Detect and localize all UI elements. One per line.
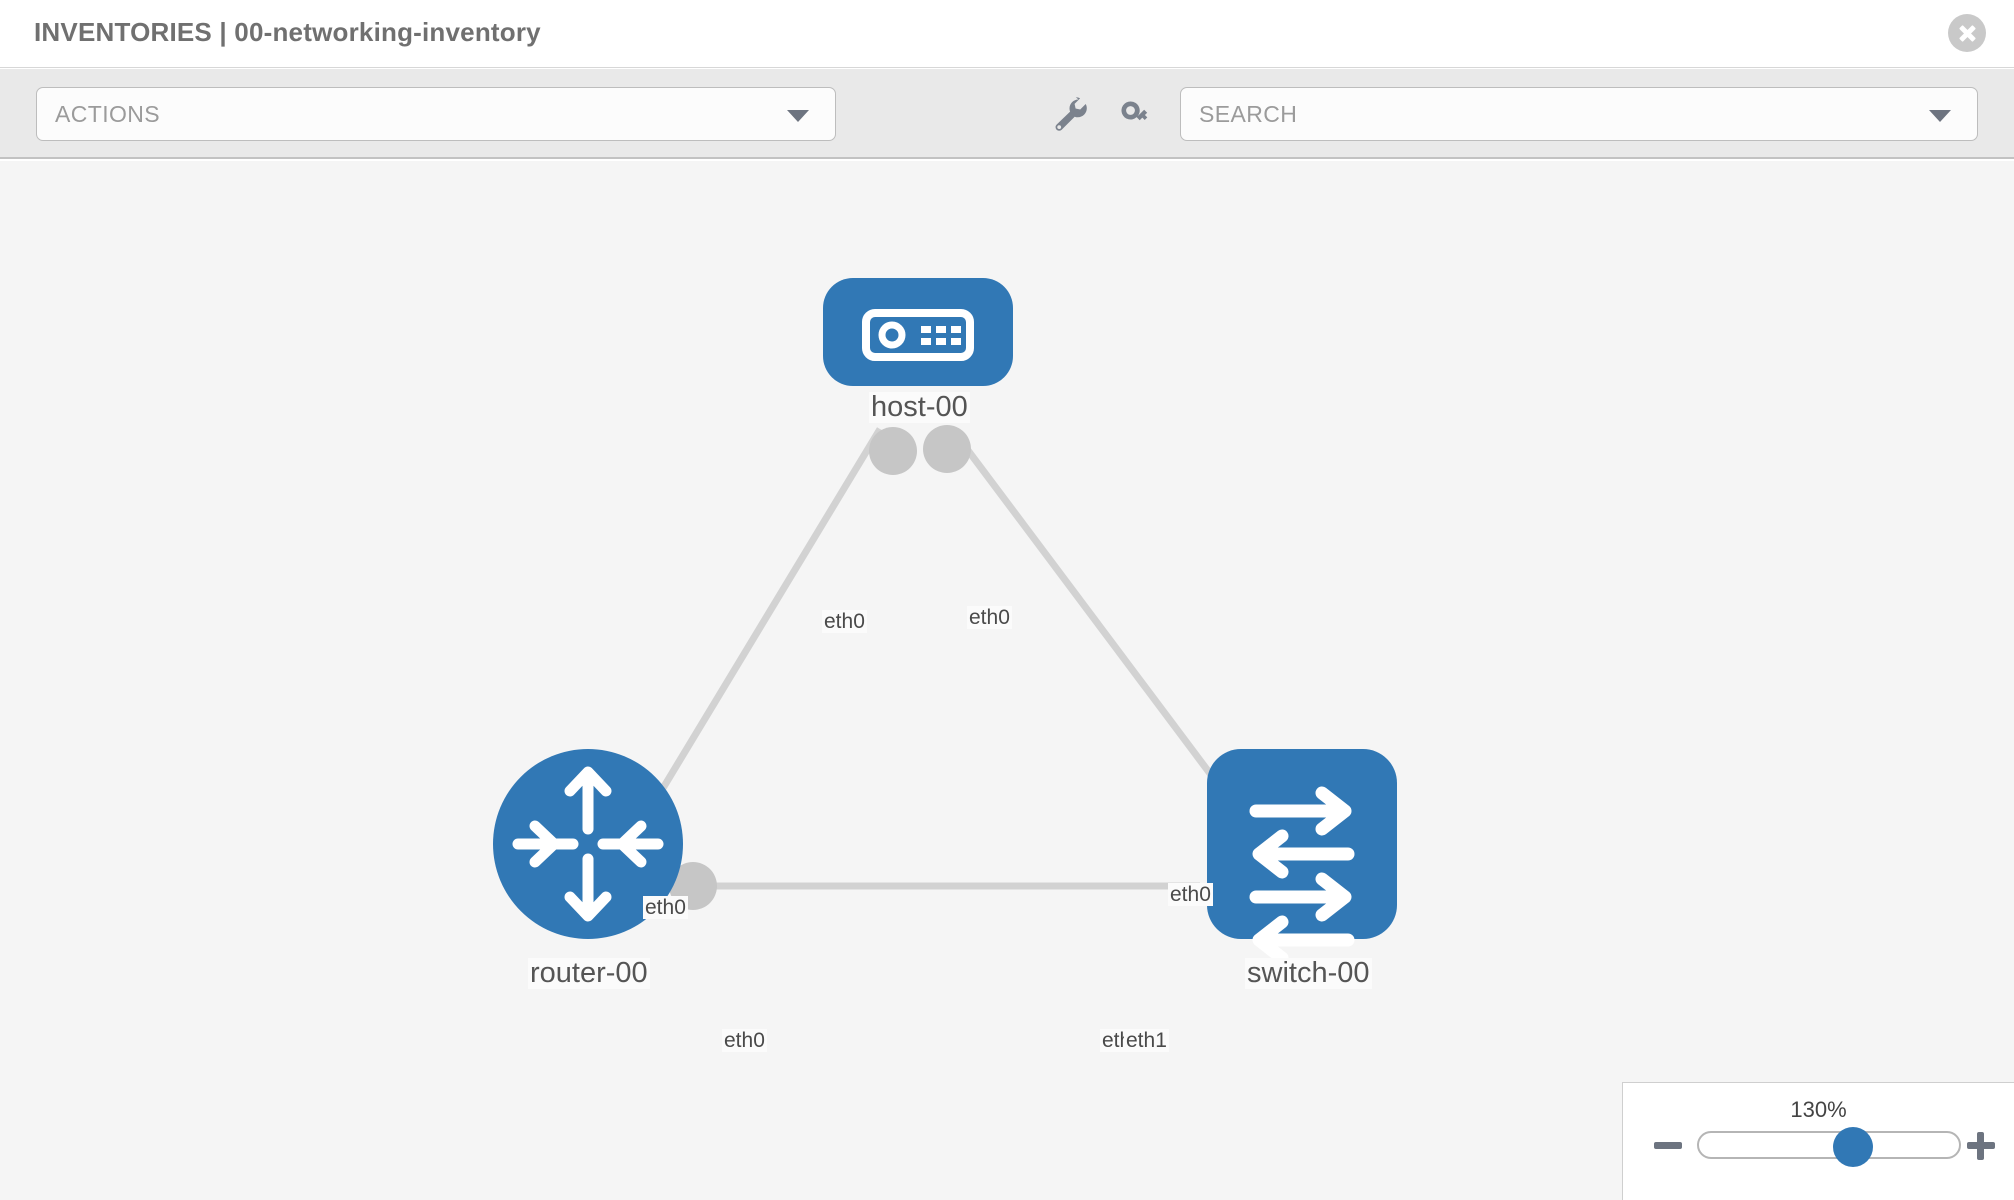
server-icon	[862, 309, 974, 361]
node-switch-00-shape	[1207, 749, 1397, 939]
page-header: INVENTORIES | 00-networking-inventory	[0, 0, 2014, 68]
topology-graph	[493, 278, 1397, 965]
chevron-down-icon	[787, 110, 809, 122]
close-icon[interactable]	[1948, 14, 1986, 52]
zoom-slider[interactable]	[1697, 1127, 1961, 1167]
node-router-00	[493, 749, 683, 939]
toolbar: ACTIONS SEARCH	[0, 69, 2014, 159]
interface-label: eth0	[822, 610, 867, 634]
search-input[interactable]: SEARCH	[1180, 87, 1978, 141]
interface-label: eth1	[1124, 1029, 1169, 1053]
connector-nub	[923, 425, 971, 473]
plus-icon[interactable]	[1964, 1129, 1998, 1163]
connector-nub	[869, 427, 917, 475]
node-switch-00	[1207, 749, 1397, 965]
node-label-switch-00: switch-00	[1245, 957, 1372, 990]
node-router-00-shape	[493, 749, 683, 939]
chevron-down-icon	[1929, 110, 1951, 122]
zoom-percent-label: 130%	[1790, 1097, 1847, 1122]
topology-canvas[interactable]: host-00 router-00 switch-00 eth0 eth0 et…	[0, 161, 2014, 1200]
topology-connectors	[669, 425, 1259, 910]
actions-dropdown[interactable]: ACTIONS	[36, 87, 836, 141]
search-placeholder: SEARCH	[1199, 101, 1298, 127]
zoom-slider-thumb[interactable]	[1833, 1127, 1874, 1167]
key-icon[interactable]	[1114, 93, 1158, 137]
node-host-00	[823, 278, 1013, 386]
wrench-icon[interactable]	[1048, 93, 1092, 137]
link-router00-host00	[622, 427, 883, 853]
toolbar-icon-group	[1040, 87, 1200, 141]
interface-label: eth0	[643, 896, 688, 920]
minus-icon[interactable]	[1651, 1129, 1685, 1163]
topology-links	[622, 426, 1271, 890]
zoom-control-panel: 130%	[1622, 1082, 2014, 1200]
node-label-router-00: router-00	[528, 957, 650, 990]
switch-arrows-icon	[1249, 786, 1355, 965]
actions-dropdown-label: ACTIONS	[55, 101, 161, 127]
interface-label: eth0	[1168, 883, 1213, 907]
node-host-00-shape	[823, 278, 1013, 386]
interface-label: eth0	[967, 606, 1012, 630]
router-arrows-icon	[512, 766, 664, 922]
node-label-host-00: host-00	[869, 391, 970, 424]
interface-label: eth0	[722, 1029, 767, 1053]
page-title: INVENTORIES | 00-networking-inventory	[34, 17, 541, 47]
